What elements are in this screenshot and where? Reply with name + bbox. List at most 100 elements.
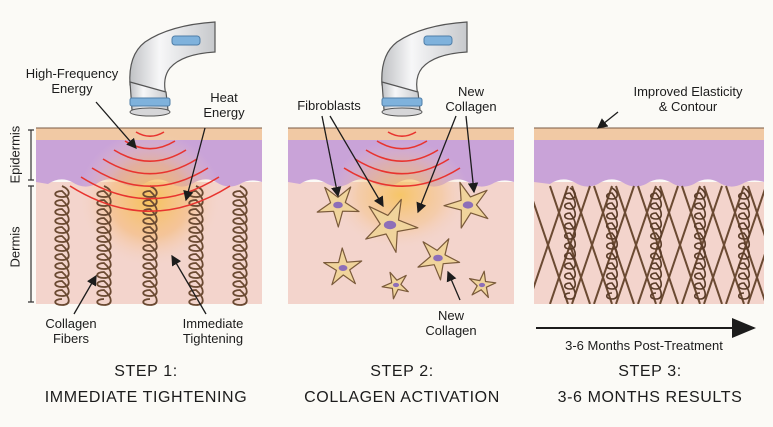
arrow-fibroblast-b [329,115,384,208]
collagen-fiber [54,185,70,306]
fibroblast-cell [468,270,497,299]
label-high-frequency-energy: High-Frequency Energy [14,66,130,96]
mesh-strand [615,185,657,304]
energy-wave [80,176,220,200]
collagen-fibers [54,185,248,306]
step-2-caption: STEP 2: COLLAGEN ACTIVATION [282,362,522,408]
step-1-title: IMMEDIATE TIGHTENING [44,389,248,406]
fibroblast-cell [316,186,360,228]
fibroblast-cell [417,238,461,281]
collagen-coil [649,187,663,300]
heat-line-2: Energy [203,105,245,120]
energy-wave [135,131,165,137]
label-timeline: 3-6 Months Post-Treatment [565,338,723,353]
panel-step-2 [288,127,514,304]
collagen-coil [605,187,619,300]
energy-wave [91,167,209,187]
skin-surface [534,128,764,140]
heat-line-1: Heat [210,90,238,105]
collagen-fiber [96,185,112,306]
rf-device-2 [381,21,468,117]
collagen-fiber [232,185,248,306]
energy-wave [113,149,187,162]
energy-wave [387,131,417,137]
cell-nucleus [338,265,348,271]
mesh-strand [549,185,591,304]
mesh-strand [571,185,613,304]
arrow-new-collagen-bottom [446,270,461,301]
cell-nucleus [333,201,343,209]
new-collagen-bottom-line-2: Collagen [425,323,477,338]
arrow-new-collagen-b [465,115,479,194]
label-new-collagen-bottom: New Collagen [418,308,484,338]
arrow-fibroblast-a [321,115,342,198]
energy-wave [365,149,439,162]
fibroblast-cell [381,271,409,300]
mesh-strand [534,185,569,290]
epidermis-label: Epidermis [7,125,23,184]
device-button [171,35,201,46]
step-1-number: STEP 1: [114,363,178,380]
dermis-label: Dermis [7,226,23,268]
fibroblast-cell [443,181,489,229]
collagen-fiber [188,185,204,306]
device-accent [129,97,171,107]
mesh-strand [659,185,701,304]
label-new-collagen-top: New Collagen [438,84,504,114]
energy-wave [343,167,461,187]
fibroblast-cell [323,247,363,286]
step-1-caption: STEP 1: IMMEDIATE TIGHTENING [24,362,268,408]
heat-zone [330,140,470,250]
label-immediate-tightening: Immediate Tightening [170,316,256,346]
new-collagen-top-line-2: Collagen [445,99,497,114]
energy-wave [102,158,198,175]
cell-nucleus [478,282,486,288]
rf-device-1 [129,21,216,117]
mesh-strand [747,253,764,304]
step-3-title: 3-6 MONTHS RESULTS [557,389,743,406]
energy-wave [376,140,428,150]
energy-waves [69,131,231,212]
cell-nucleus [383,220,397,230]
collagen-coil [563,187,577,300]
collagen-fibers-line-1: Collagen [45,316,97,331]
mesh-strand [747,185,764,237]
energy-wave [69,185,231,212]
collagen-coil [737,187,751,300]
step-3-caption: STEP 3: 3-6 MONTHS RESULTS [530,362,770,408]
arrow-collagen-fibers [73,274,97,315]
label-heat-energy: Heat Energy [196,90,252,120]
collagen-mesh [534,185,764,304]
fibroblast-cells [316,181,497,300]
epidermis-layer [534,138,764,187]
hf-energy-line-2: Energy [51,81,93,96]
panel-step-3 [534,127,764,304]
layer-brackets [28,129,34,303]
label-improved-elasticity: Improved Elasticity & Contour [618,84,758,114]
arrow-hf-energy [95,101,137,149]
tightening-line-2: Tightening [182,331,244,346]
improved-line-2: & Contour [658,99,718,114]
step-2-number: STEP 2: [370,363,434,380]
step-2-title: COLLAGEN ACTIVATION [304,389,500,406]
skin-surface [288,128,514,140]
energy-waves [343,131,461,187]
arrow-improved [596,111,619,129]
annotation-arrows [73,101,619,315]
device-accent [381,97,423,107]
arrow-heat-energy [183,127,206,202]
tightening-line-1: Immediate [182,316,244,331]
hf-energy-line-1: High-Frequency [25,66,119,81]
arrow-new-collagen-a [416,115,457,214]
improved-line-1: Improved Elasticity [633,84,743,99]
step-3-number: STEP 3: [618,363,682,380]
collagen-fiber [142,185,158,306]
cell-nucleus [433,254,443,262]
mesh-strand [703,185,745,304]
fibroblast-cell [365,198,419,253]
collagen-coil [693,187,707,300]
collagen-fibers-line-2: Fibers [52,331,90,346]
panel-step-1 [36,127,262,306]
